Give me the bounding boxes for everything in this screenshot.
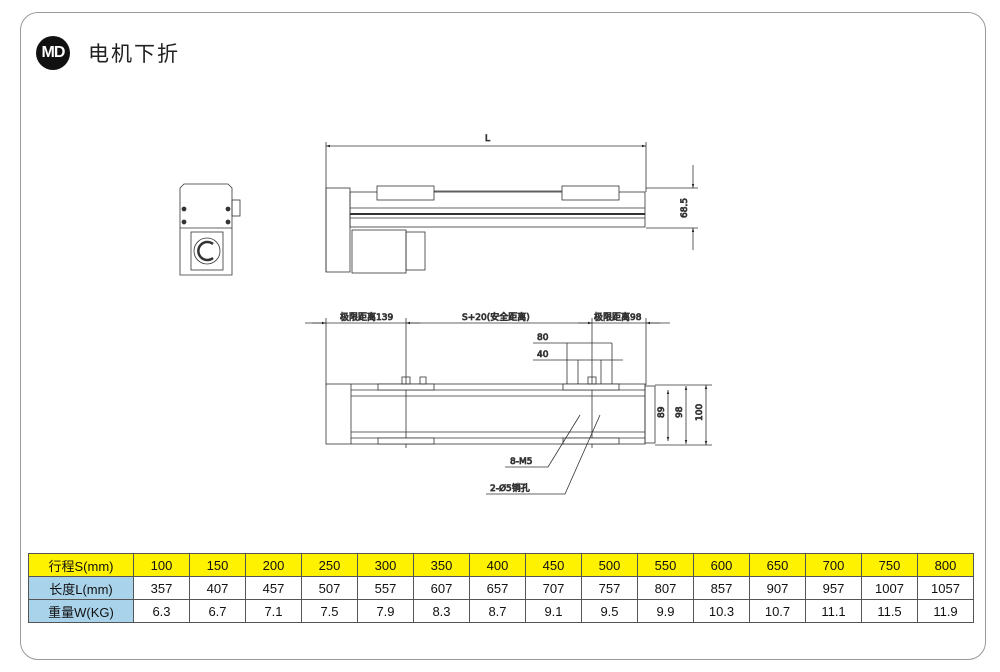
table-cell: 700 bbox=[805, 553, 862, 577]
table-cell: 100 bbox=[133, 553, 190, 577]
table-cell: 1007 bbox=[861, 576, 918, 600]
table-cell: 7.1 bbox=[245, 599, 302, 623]
table-cell: 450 bbox=[525, 553, 582, 577]
end-view bbox=[179, 183, 241, 276]
table-cell: 400 bbox=[469, 553, 526, 577]
length-label: L bbox=[485, 134, 490, 144]
row-header: 重量W(KG) bbox=[28, 599, 134, 623]
table-cell: 957 bbox=[805, 576, 862, 600]
dim-40-label: 40 bbox=[537, 350, 549, 360]
table-cell: 600 bbox=[693, 553, 750, 577]
table-cell: 457 bbox=[245, 576, 302, 600]
table-cell: 550 bbox=[637, 553, 694, 577]
thread-note: 8-M5 bbox=[510, 457, 532, 467]
table-cell: 10.3 bbox=[693, 599, 750, 623]
page-title: 电机下折 bbox=[88, 42, 180, 66]
table-cell: 907 bbox=[749, 576, 806, 600]
table-cell: 11.9 bbox=[917, 599, 974, 623]
table-cell: 6.3 bbox=[133, 599, 190, 623]
table-cell: 557 bbox=[357, 576, 414, 600]
table-cell: 250 bbox=[301, 553, 358, 577]
table-cell: 757 bbox=[581, 576, 638, 600]
top-view: 极限距离139 S+20(安全距离) 极限距离98 80 40 89 98 10… bbox=[305, 311, 712, 495]
table-cell: 1057 bbox=[917, 576, 974, 600]
table-cell: 6.7 bbox=[189, 599, 246, 623]
model-badge: MD bbox=[36, 36, 70, 70]
dim-98-label: 98 bbox=[675, 406, 685, 418]
table-cell: 8.7 bbox=[469, 599, 526, 623]
table-cell: 8.3 bbox=[413, 599, 470, 623]
table-cell: 650 bbox=[749, 553, 806, 577]
table-cell: 750 bbox=[861, 553, 918, 577]
table-cell: 200 bbox=[245, 553, 302, 577]
table-cell: 11.5 bbox=[861, 599, 918, 623]
safe-distance-label: S+20(安全距离) bbox=[462, 311, 530, 323]
table-cell: 507 bbox=[301, 576, 358, 600]
height-label: 68.5 bbox=[680, 198, 690, 218]
table-cell: 9.5 bbox=[581, 599, 638, 623]
dim-80-label: 80 bbox=[537, 333, 549, 343]
table-cell: 9.9 bbox=[637, 599, 694, 623]
table-cell: 707 bbox=[525, 576, 582, 600]
table-cell: 357 bbox=[133, 576, 190, 600]
table-cell: 9.1 bbox=[525, 599, 582, 623]
dim-100-label: 100 bbox=[695, 404, 705, 421]
table-cell: 857 bbox=[693, 576, 750, 600]
table-cell: 7.5 bbox=[301, 599, 358, 623]
page-frame bbox=[20, 12, 986, 660]
side-view: L 68.5 bbox=[325, 134, 698, 274]
table-cell: 350 bbox=[413, 553, 470, 577]
table-cell: 807 bbox=[637, 576, 694, 600]
row-header: 长度L(mm) bbox=[28, 576, 134, 600]
table-cell: 11.1 bbox=[805, 599, 862, 623]
table-cell: 300 bbox=[357, 553, 414, 577]
table-cell: 500 bbox=[581, 553, 638, 577]
table-cell: 10.7 bbox=[749, 599, 806, 623]
row-header: 行程S(mm) bbox=[28, 553, 134, 577]
table-cell: 657 bbox=[469, 576, 526, 600]
table-cell: 150 bbox=[189, 553, 246, 577]
limit-right-label: 极限距离98 bbox=[594, 311, 642, 323]
table-cell: 407 bbox=[189, 576, 246, 600]
table-cell: 800 bbox=[917, 553, 974, 577]
table-cell: 7.9 bbox=[357, 599, 414, 623]
limit-left-label: 极限距离139 bbox=[340, 311, 393, 323]
table-cell: 607 bbox=[413, 576, 470, 600]
pin-note: 2-Ø5销孔 bbox=[490, 482, 530, 494]
dim-89-label: 89 bbox=[657, 406, 667, 418]
